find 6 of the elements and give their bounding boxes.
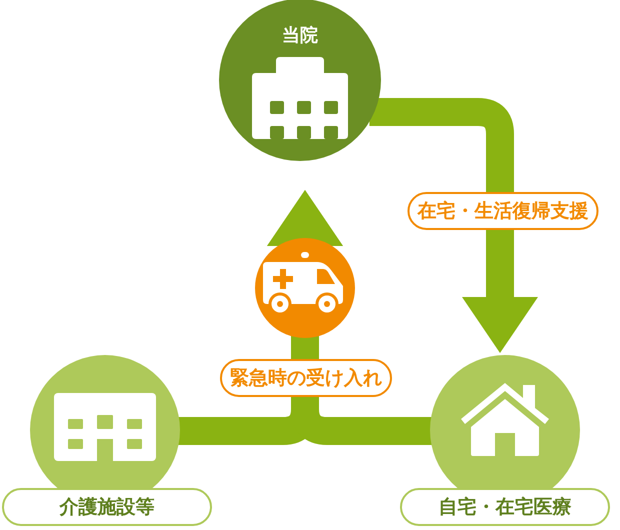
edge-label: 緊急時の受け入れ: [220, 359, 392, 397]
arrow: [369, 98, 538, 353]
edge-label: 在宅・生活復帰支援: [408, 192, 598, 230]
node-title: 当院: [281, 27, 319, 45]
node-label: 自宅・在宅医療: [400, 488, 610, 526]
node-label: 介護施設等: [2, 488, 212, 526]
